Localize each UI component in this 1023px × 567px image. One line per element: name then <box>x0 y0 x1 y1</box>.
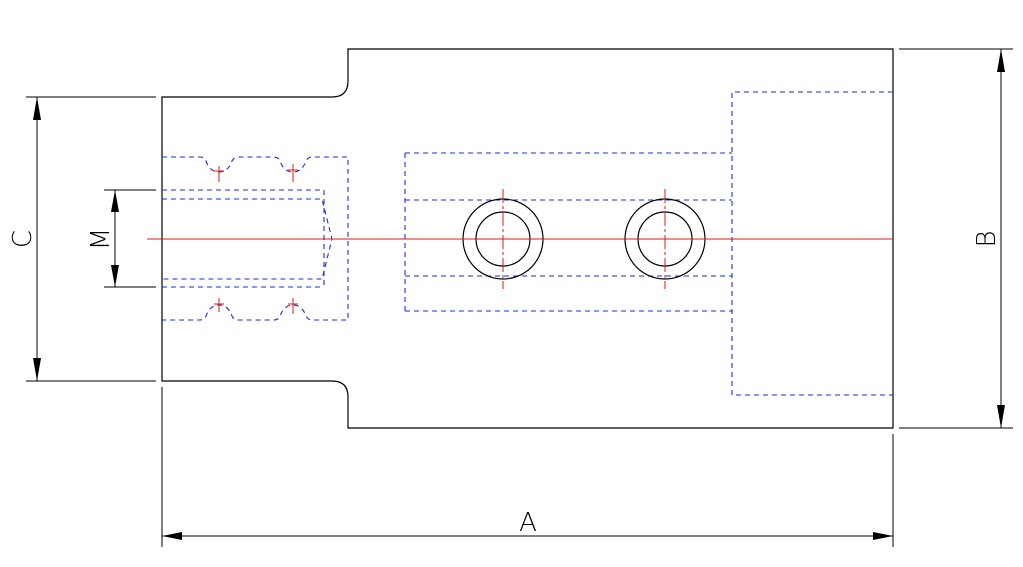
dimension-c: C <box>8 96 156 382</box>
dimension-m: M <box>86 189 156 288</box>
dim-c-label: C <box>8 230 38 248</box>
hidden-right-pocket <box>731 91 893 396</box>
dim-m-arrow-top <box>111 190 119 212</box>
pocket-cross-marks <box>214 164 298 314</box>
hidden-features <box>162 91 893 396</box>
dim-a-arrow-right <box>873 532 893 540</box>
part-outline <box>161 48 894 429</box>
dim-a-arrow-left <box>162 532 182 540</box>
dim-c-arrow-bottom <box>33 358 41 381</box>
dim-b-arrow-top <box>997 49 1005 72</box>
dim-b-label: B <box>972 230 1002 247</box>
hidden-left-pocket <box>162 156 349 321</box>
dim-m-label: M <box>86 228 116 250</box>
dim-a-label: A <box>519 508 537 538</box>
dim-b-arrow-bottom <box>997 405 1005 428</box>
center-lines <box>147 164 893 314</box>
hidden-middle-channel <box>404 152 732 312</box>
dim-m-arrow-bottom <box>111 265 119 287</box>
dimension-b: B <box>899 48 1013 429</box>
dim-c-arrow-top <box>33 97 41 120</box>
outline-body <box>161 48 894 429</box>
dimension-a: A <box>161 387 894 547</box>
